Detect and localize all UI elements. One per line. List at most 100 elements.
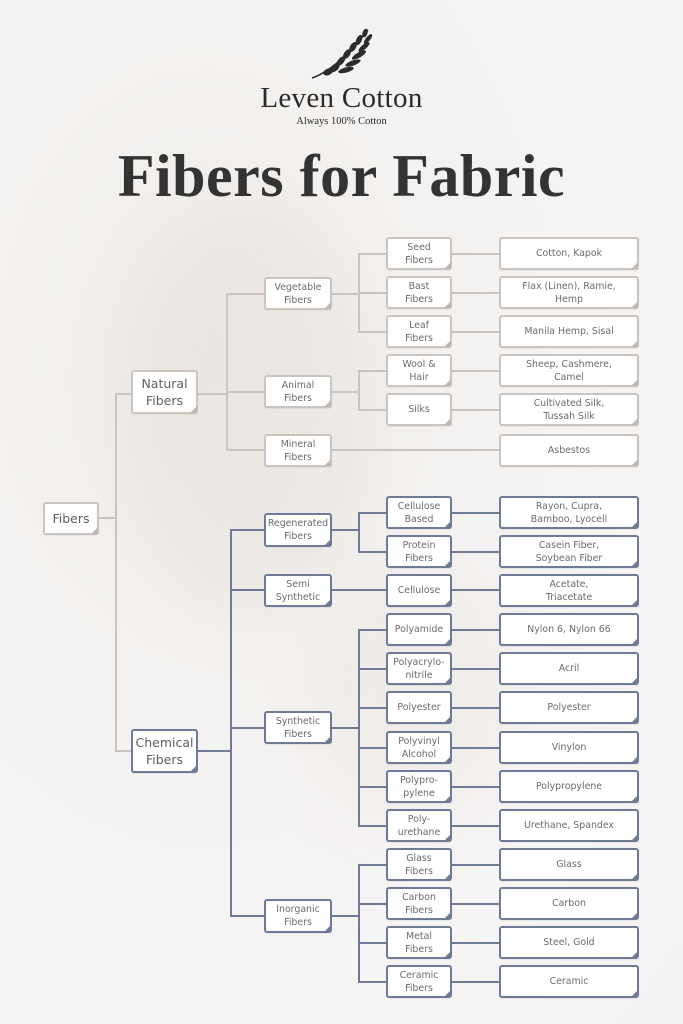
connector: [358, 370, 386, 372]
node-examples-ceramic: Ceramic: [499, 965, 639, 998]
connector: [452, 370, 499, 372]
connector: [452, 629, 499, 631]
node-leaf-fibers: Leaf Fibers: [386, 315, 452, 348]
node-polyvinyl-alcohol: Polyvinyl Alcohol: [386, 731, 452, 764]
node-inorganic-fibers: Inorganic Fibers: [264, 899, 332, 933]
node-polypropylene: Polypro- pylene: [386, 770, 452, 803]
connector: [358, 747, 386, 749]
node-examples-metal: Steel, Gold: [499, 926, 639, 959]
connector: [332, 727, 359, 729]
node-examples-seed: Cotton, Kapok: [499, 237, 639, 270]
connector: [358, 942, 386, 944]
node-polyacrylonitrile: Polyacrylo- nitrile: [386, 652, 452, 685]
node-wool-hair: Wool & Hair: [386, 354, 452, 387]
node-animal-fibers: Animal Fibers: [264, 375, 332, 408]
node-examples-carbon: Carbon: [499, 887, 639, 920]
connector: [358, 668, 386, 670]
connector: [358, 629, 386, 631]
node-examples-bast: Flax (Linen), Ramie, Hemp: [499, 276, 639, 309]
connector: [452, 864, 499, 866]
node-polyester: Polyester: [386, 691, 452, 724]
connector: [358, 409, 386, 411]
node-examples-cellulose-based: Rayon, Cupra, Bamboo, Lyocell: [499, 496, 639, 529]
node-fibers-root: Fibers: [43, 502, 99, 535]
node-polyamide: Polyamide: [386, 613, 452, 646]
node-cellulose-based: Cellulose Based: [386, 496, 452, 529]
connector: [115, 393, 117, 752]
node-protein-fibers: Protein Fibers: [386, 535, 452, 568]
connector: [452, 589, 499, 591]
node-metal-fibers: Metal Fibers: [386, 926, 452, 959]
connector: [452, 903, 499, 905]
connector: [452, 747, 499, 749]
node-bast-fibers: Bast Fibers: [386, 276, 452, 309]
connector: [230, 727, 264, 729]
node-vegetable-fibers: Vegetable Fibers: [264, 277, 332, 310]
connector: [452, 292, 499, 294]
connector: [358, 512, 386, 514]
connector: [230, 915, 264, 917]
connector: [115, 750, 132, 752]
connector: [226, 293, 264, 295]
connector: [226, 293, 228, 451]
logo: [308, 26, 378, 82]
connector: [358, 512, 360, 553]
node-examples-polyamide: Nylon 6, Nylon 66: [499, 613, 639, 646]
connector: [115, 393, 132, 395]
connector: [452, 707, 499, 709]
connector: [452, 551, 499, 553]
connector: [358, 331, 386, 333]
connector: [452, 942, 499, 944]
node-examples-polyacrylonitrile: Acril: [499, 652, 639, 685]
connector: [332, 915, 359, 917]
connector: [452, 825, 499, 827]
node-natural-fibers: Natural Fibers: [131, 370, 198, 414]
connector: [358, 370, 360, 411]
node-examples-cellulose: Acetate, Triacetate: [499, 574, 639, 607]
node-examples-mineral: Asbestos: [499, 434, 639, 467]
node-examples-silks: Cultivated Silk, Tussah Silk: [499, 393, 639, 426]
node-carbon-fibers: Carbon Fibers: [386, 887, 452, 920]
brand-name: Leven Cotton: [260, 82, 423, 114]
connector: [452, 331, 499, 333]
node-examples-leaf: Manila Hemp, Sisal: [499, 315, 639, 348]
connector: [358, 825, 386, 827]
connector: [358, 981, 386, 983]
node-glass-fibers: Glass Fibers: [386, 848, 452, 881]
leaf-branch-icon: [311, 28, 373, 79]
node-examples-glass: Glass: [499, 848, 639, 881]
connector: [197, 750, 231, 752]
node-examples-polypropylene: Polypropylene: [499, 770, 639, 803]
connector: [452, 668, 499, 670]
connector: [332, 529, 359, 531]
connector: [332, 391, 359, 393]
connector: [98, 517, 116, 519]
connector: [452, 981, 499, 983]
node-examples-polyester: Polyester: [499, 691, 639, 724]
connector: [358, 629, 360, 827]
connector: [230, 589, 264, 591]
node-semi-synthetic: Semi Synthetic: [264, 574, 332, 607]
node-regenerated-fibers: Regenerated Fibers: [264, 513, 332, 547]
connector: [226, 449, 264, 451]
connector: [452, 512, 499, 514]
brand-tagline: Always 100% Cotton: [296, 116, 387, 127]
node-polyurethane: Poly- urethane: [386, 809, 452, 842]
page-title: Fibers for Fabric: [117, 143, 566, 209]
node-synthetic-fibers: Synthetic Fibers: [264, 711, 332, 744]
connector: [358, 903, 386, 905]
node-cellulose: Cellulose: [386, 574, 452, 607]
connector: [452, 786, 499, 788]
node-examples-polyurethane: Urethane, Spandex: [499, 809, 639, 842]
connector: [358, 551, 386, 553]
connector: [332, 449, 499, 451]
connector: [358, 292, 386, 294]
connector: [358, 786, 386, 788]
connector: [226, 391, 264, 393]
node-examples-polyvinyl: Vinylon: [499, 731, 639, 764]
connector: [230, 529, 232, 917]
connector: [358, 707, 386, 709]
connector: [332, 589, 386, 591]
connector: [358, 864, 386, 866]
node-ceramic-fibers: Ceramic Fibers: [386, 965, 452, 998]
